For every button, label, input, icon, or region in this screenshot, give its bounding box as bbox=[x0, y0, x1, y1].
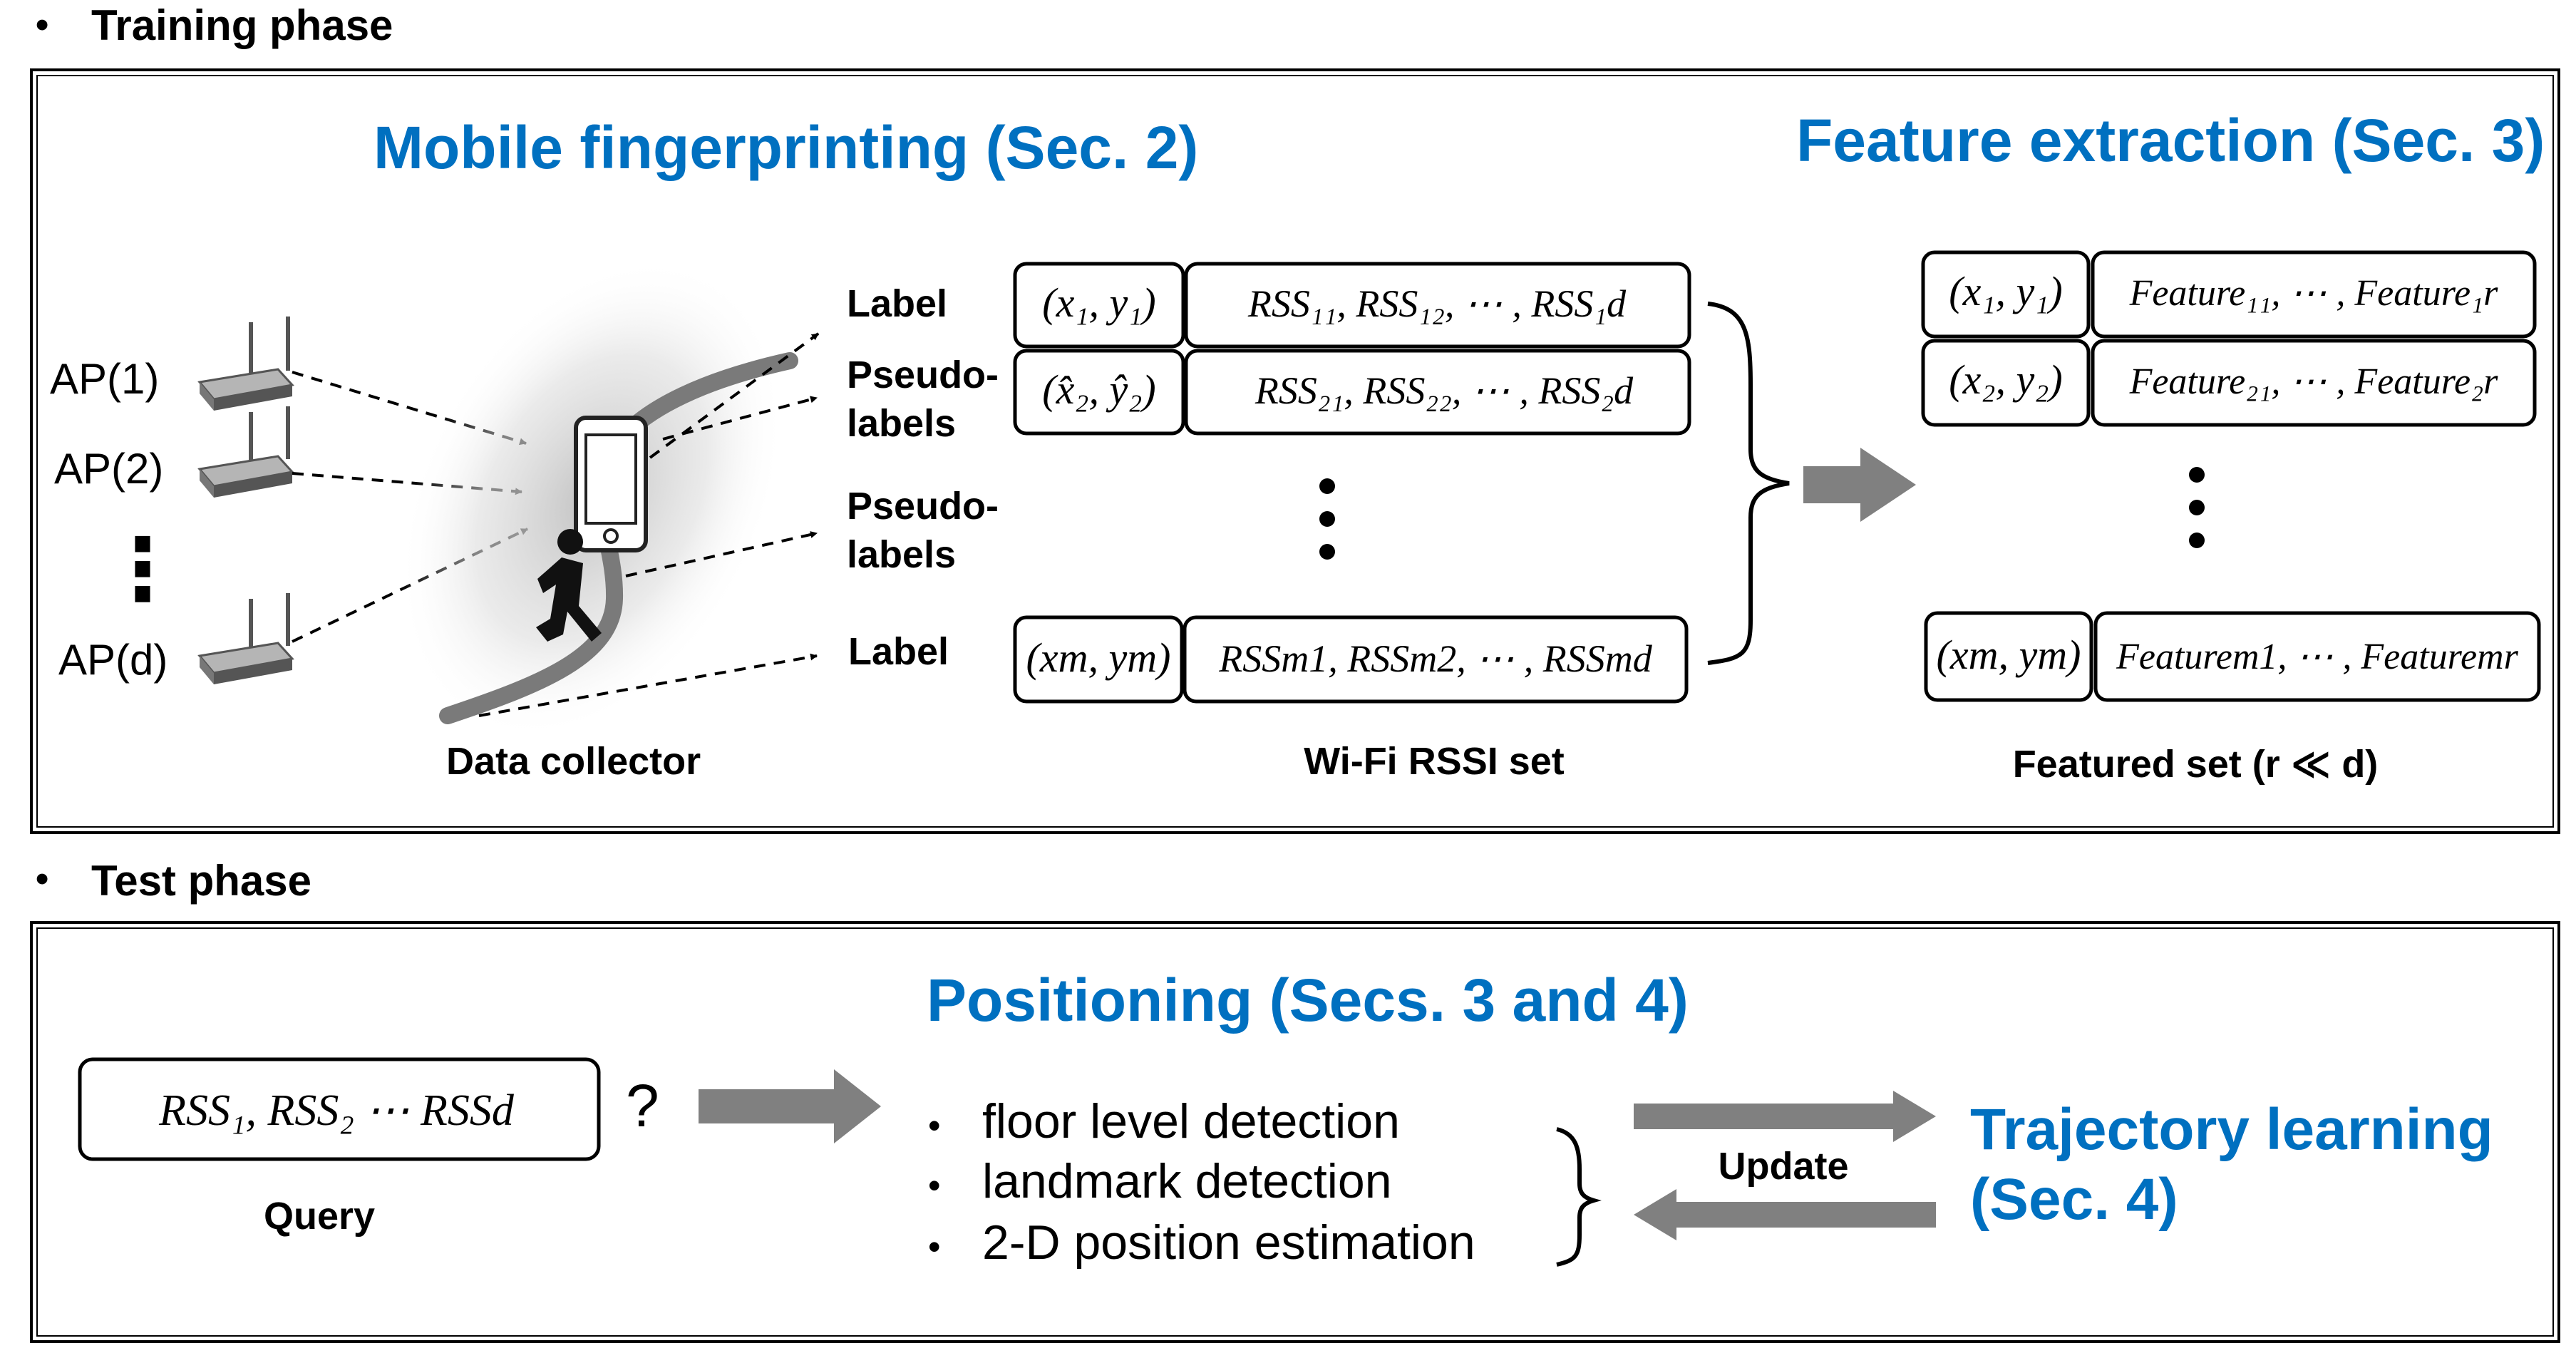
feature-extraction-arrow bbox=[1803, 448, 1916, 522]
query-arrow bbox=[699, 1069, 881, 1143]
featured-set-caption: Featured set (r ≪ d) bbox=[2013, 743, 2379, 786]
mobile-fingerprinting-title: Mobile fingerprinting (Sec. 2) bbox=[373, 114, 1198, 181]
feature-row-2-position: (x₂, y₂) bbox=[1949, 356, 2062, 403]
row-label-1: Label bbox=[847, 282, 947, 325]
row-label-4: Label bbox=[848, 630, 949, 673]
rssi-row-2: (x̂₂, ŷ₂) RSS₂₁, RSS₂₂, ⋯ , RSS₂d bbox=[1013, 349, 1691, 436]
row-label-3-line-1: Pseudo- bbox=[847, 485, 999, 528]
task-bullet-3: • bbox=[928, 1227, 941, 1267]
rssi-row-m: (xm, ym) RSSm1, RSSm2, ⋯ , RSSmd bbox=[1013, 615, 1689, 704]
trajectory-title-line1: Trajectory learning bbox=[1970, 1097, 2493, 1162]
data-collector-label: Data collector bbox=[446, 740, 701, 783]
collector-arrow-2 bbox=[662, 396, 818, 441]
feature-row-m-values: Featurem1, ⋯ , Featuremr bbox=[2116, 637, 2518, 677]
update-label: Update bbox=[1718, 1145, 1848, 1188]
positioning-tasks: • floor level detection • landmark detec… bbox=[928, 1094, 1475, 1270]
task-position: 2-D position estimation bbox=[982, 1215, 1475, 1270]
ap-label-1: AP(1) bbox=[50, 355, 159, 403]
rssi-row-2-values: RSS₂₁, RSS₂₂, ⋯ , RSS₂d bbox=[1254, 369, 1634, 412]
test-phase-label: Test phase bbox=[91, 857, 311, 905]
rssi-vdots bbox=[1319, 478, 1335, 560]
router-icon-1 bbox=[197, 317, 294, 411]
rssi-row-m-position: (xm, ym) bbox=[1026, 634, 1171, 681]
walking-person-icon bbox=[536, 529, 602, 642]
feature-row-m-position: (xm, ym) bbox=[1937, 632, 2081, 678]
rssi-brace bbox=[1707, 302, 1790, 665]
query-label: Query bbox=[264, 1195, 375, 1238]
query-box bbox=[78, 1057, 601, 1161]
task-floor-level: floor level detection bbox=[982, 1094, 1400, 1148]
ap-label-2: AP(2) bbox=[54, 445, 163, 493]
feature-row-2-values: Feature₂₁, ⋯ , Feature₂r bbox=[2129, 361, 2499, 402]
smartphone-icon bbox=[574, 416, 648, 552]
tasks-brace bbox=[1556, 1127, 1602, 1267]
collector-arrow-1 bbox=[649, 332, 820, 459]
training-frame bbox=[30, 68, 2560, 834]
row-label-2-line-1: Pseudo- bbox=[847, 354, 999, 396]
update-arrow-right bbox=[1634, 1091, 1936, 1142]
row-label-3: Pseudo-labels bbox=[847, 485, 999, 576]
row-label-3-line-2: labels bbox=[847, 533, 956, 576]
feature-row-1: (x₁, y₁) Feature₁₁, ⋯ , Feature₁r bbox=[1921, 250, 2537, 339]
rssi-row-m-values: RSSm1, RSSm2, ⋯ , RSSmd bbox=[1218, 637, 1652, 680]
router-icon-2 bbox=[197, 406, 294, 498]
ap-vdots: ⋮ bbox=[100, 522, 185, 617]
collector-arrow-4 bbox=[478, 653, 818, 717]
positioning-title: Positioning (Secs. 3 and 4) bbox=[927, 967, 1689, 1034]
training-phase-label: Training phase bbox=[91, 1, 393, 49]
feature-vdots bbox=[2189, 467, 2205, 548]
ap-label-d: AP(d) bbox=[58, 636, 168, 684]
trajectory-title-line2: (Sec. 4) bbox=[1970, 1167, 2178, 1232]
training-bullet: • bbox=[36, 4, 48, 46]
feature-row-2: (x₂, y₂) Feature₂₁, ⋯ , Feature₂r bbox=[1921, 339, 2537, 427]
row-label-2-line-2: labels bbox=[847, 402, 956, 445]
rssi-row-2-position: (x̂₂, ŷ₂) bbox=[1042, 366, 1155, 413]
test-bullet: • bbox=[36, 858, 48, 900]
task-bullet-1: • bbox=[928, 1106, 941, 1146]
rssi-row-1-position: (x₁, y₁) bbox=[1042, 279, 1155, 326]
update-arrow-left bbox=[1634, 1189, 1936, 1240]
router-icon-d bbox=[197, 593, 294, 684]
task-bullet-2: • bbox=[928, 1166, 941, 1205]
rssi-set-caption: Wi-Fi RSSI set bbox=[1304, 740, 1565, 783]
feature-row-1-position: (x₁, y₁) bbox=[1949, 268, 2062, 314]
collector-arrow-3 bbox=[625, 531, 818, 577]
feature-row-m: (xm, ym) Featurem1, ⋯ , Featuremr bbox=[1924, 611, 2541, 702]
query-values: RSS₁, RSS₂ ⋯ RSSd bbox=[158, 1086, 515, 1135]
rssi-row-1: (x₁, y₁) RSS₁₁, RSS₁₂, ⋯ , RSS₁d bbox=[1013, 262, 1691, 349]
query-question-mark: ? bbox=[626, 1072, 659, 1139]
task-landmark: landmark detection bbox=[982, 1154, 1392, 1208]
feature-extraction-title: Feature extraction (Sec. 3) bbox=[1796, 107, 2545, 174]
feature-row-1-values: Feature₁₁, ⋯ , Feature₁r bbox=[2129, 273, 2499, 314]
rssi-row-1-values: RSS₁₁, RSS₁₂, ⋯ , RSS₁d bbox=[1247, 282, 1627, 325]
test-frame bbox=[30, 921, 2560, 1343]
row-label-2: Pseudo-labels bbox=[847, 354, 999, 445]
